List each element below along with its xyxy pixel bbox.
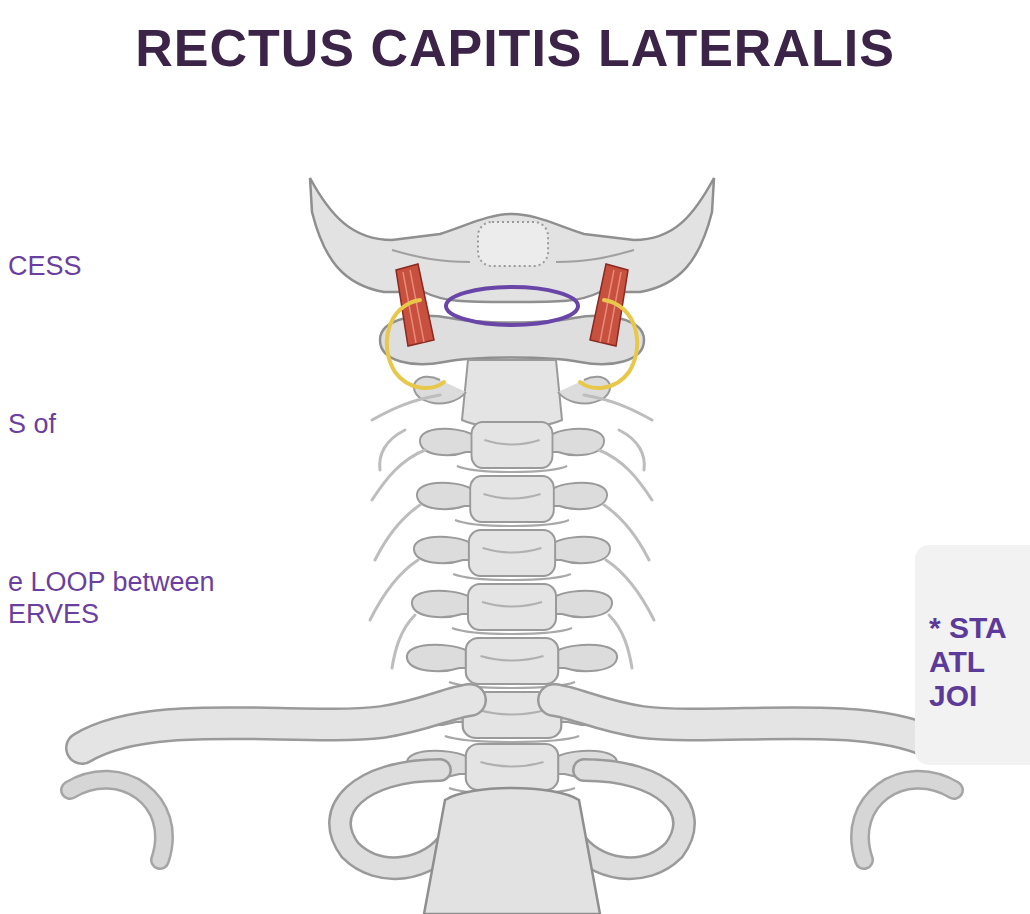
- note-label: CESS: [8, 250, 82, 282]
- note-panel: * STA ATL JOI: [915, 545, 1030, 765]
- panel-text: * STA ATL JOI: [929, 611, 1026, 713]
- note-label: e LOOP between ERVES: [8, 566, 248, 630]
- title: RECTUS CAPITIS LATERALIS: [0, 18, 1030, 78]
- note-label: S of: [8, 408, 56, 440]
